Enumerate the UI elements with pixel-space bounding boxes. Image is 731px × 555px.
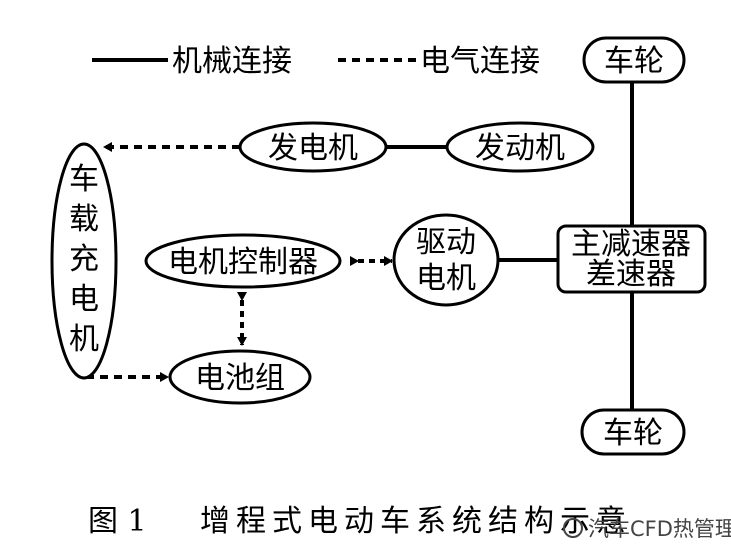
drive-motor-label-line-2: 电机 [416, 261, 476, 296]
battery-node [168, 349, 312, 405]
motor-controller-node [144, 233, 342, 289]
wheel-top-label: 车轮 [604, 44, 664, 79]
watermark-label: 汽车CFD热管理 [588, 517, 731, 541]
onboard-charger-char-1: 车 [69, 162, 99, 197]
onboard-charger-char-5: 机 [69, 322, 99, 357]
onboard-charger-char-2: 载 [69, 202, 99, 237]
generator-node [238, 121, 388, 173]
engine-label: 发动机 [475, 131, 565, 166]
wheel-top-node [582, 36, 686, 84]
figure-title: 增程式电动车系统结构示意 [200, 504, 632, 539]
figure-number: 图 1 [88, 504, 147, 539]
drive-motor-label-line-1: 驱动 [416, 225, 476, 260]
generator-label: 发电机 [268, 131, 358, 166]
onboard-charger-node [50, 142, 118, 380]
reducer-label-line-1: 主减速器 [571, 227, 691, 262]
wechat-icon [563, 518, 583, 538]
watermark: 汽车CFD热管理 [563, 517, 731, 541]
legend-electrical-label: 电气连接 [420, 44, 540, 79]
battery-label: 电池组 [195, 361, 285, 396]
onboard-charger-char-3: 充 [69, 242, 99, 277]
legend-mechanical-label: 机械连接 [172, 44, 292, 79]
reducer-label-line-2: 差速器 [586, 257, 676, 292]
onboard-charger-char-4: 电 [69, 282, 99, 317]
wheel-bottom-label: 车轮 [603, 416, 663, 451]
motor-controller-label: 电机控制器 [168, 245, 318, 280]
engine-node [445, 121, 595, 173]
drive-motor-node [392, 213, 500, 307]
reducer-node [556, 224, 707, 294]
wheel-bottom-node [580, 408, 686, 456]
